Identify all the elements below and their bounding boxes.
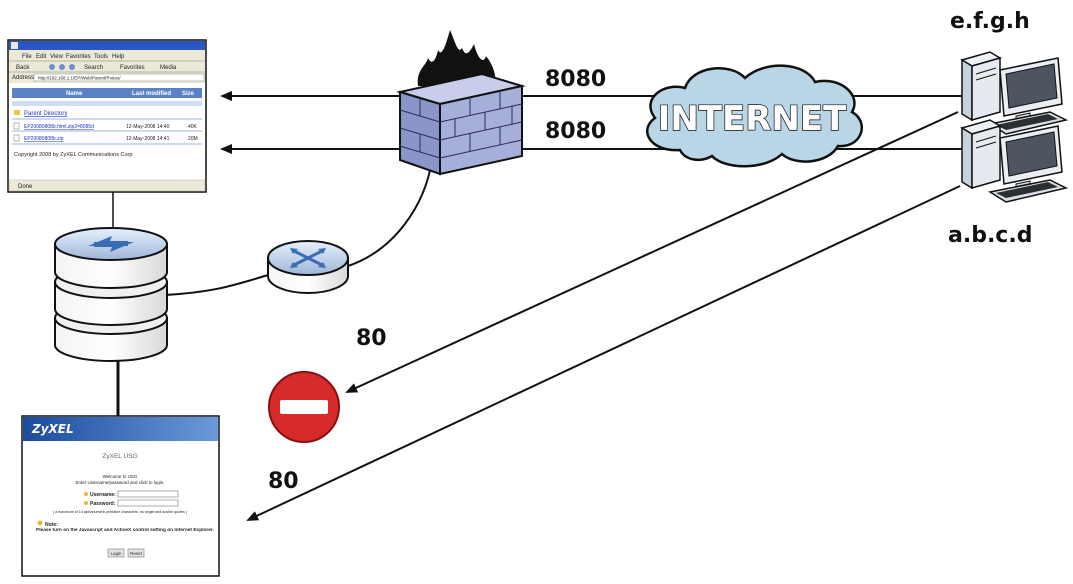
instruction-text: Enter Username/password and click to log…	[75, 480, 164, 485]
arrow-blocked-80	[345, 111, 959, 393]
address-bar[interactable]	[33, 73, 205, 82]
internet-cloud: INTERNET	[646, 64, 863, 168]
username-label: Username:	[90, 492, 116, 498]
file-icon	[13, 122, 20, 130]
connections	[112, 159, 433, 416]
favorites-button[interactable]: Favorites	[120, 65, 145, 71]
file-icon	[13, 134, 20, 142]
media-button[interactable]: Media	[160, 65, 177, 71]
password-label: Password:	[90, 501, 116, 507]
file-modified: 12-May-2008 14:40	[126, 124, 170, 130]
port-label-lower: 80	[268, 469, 299, 494]
product-title: ZyXEL USG	[102, 453, 137, 460]
file-link[interactable]: EP20080808b.zip	[24, 136, 64, 142]
file-size: 40K	[188, 124, 198, 130]
reset-button[interactable]	[127, 548, 145, 558]
menu-item[interactable]: Help	[112, 54, 125, 60]
browser-toolbar: Back Search Favorites Media	[16, 64, 177, 71]
port-label-blocked: 80	[356, 326, 387, 351]
address-value: http://192.168.1.1/EP/Web/ParentPhotos/	[38, 76, 121, 81]
login-header	[23, 417, 218, 441]
search-button[interactable]: Search	[84, 65, 103, 71]
browser-titlebar	[9, 41, 205, 50]
stop-icon[interactable]	[49, 64, 55, 70]
welcome-text: Welcome to USG	[103, 474, 138, 479]
menu-item[interactable]: File	[22, 54, 32, 60]
firewall	[396, 30, 526, 176]
login-page: ZyXEL ZyXEL USG Welcome to USG Enter Use…	[21, 415, 220, 577]
browser-menu: File Edit View Favorites Tools Help	[22, 54, 125, 60]
key-icon	[84, 492, 88, 496]
server-stack	[54, 227, 168, 362]
username-input[interactable]	[117, 490, 179, 498]
parent-directory-link[interactable]: Parent Directory	[24, 111, 67, 117]
login-button-label: Login	[110, 551, 122, 556]
note-icon	[37, 520, 43, 526]
firewall-flames	[417, 30, 496, 86]
menu-item[interactable]: Edit	[36, 54, 47, 60]
password-input[interactable]	[117, 499, 179, 507]
port-label-top: 8080	[545, 67, 606, 92]
password-hint: ( a maximum of 14 alphanumeric printable…	[53, 510, 187, 514]
cloud-label: INTERNET	[658, 99, 847, 139]
column-last-modified[interactable]: Last modified	[132, 91, 171, 97]
column-size[interactable]: Size	[182, 91, 195, 97]
brand-logo: ZyXEL	[31, 422, 74, 436]
menu-item[interactable]: View	[50, 54, 64, 60]
file-link[interactable]: EP20080808b.html.zip2=8085d	[24, 124, 94, 130]
computer-upper	[960, 51, 1069, 135]
traffic-arrows	[220, 91, 968, 521]
link-server-to-router	[164, 274, 269, 296]
address-label: Address	[12, 75, 34, 81]
note-text: Please turn on the Javascript and Active…	[36, 528, 214, 533]
file-modified: 12-May-2008 14:41	[126, 136, 170, 142]
port-label-second: 8080	[545, 119, 606, 144]
host-label-lower: a.b.c.d	[948, 223, 1032, 248]
browser-window: File Edit View Favorites Tools Help Back…	[7, 39, 207, 193]
copyright-text: Copyright 2008 by ZyXEL Communications C…	[14, 152, 132, 158]
link-router-to-firewall	[347, 159, 433, 267]
home-icon[interactable]	[69, 64, 75, 70]
listing-header	[12, 88, 202, 98]
folder-icon	[14, 110, 20, 115]
host-label-upper: e.f.g.h	[950, 9, 1030, 34]
key-icon	[84, 501, 88, 505]
note-label: Note:	[45, 522, 58, 528]
menu-item[interactable]: Tools	[94, 54, 108, 60]
router	[267, 240, 349, 294]
menu-item[interactable]: Favorites	[66, 54, 91, 60]
status-text: Done	[18, 184, 33, 190]
status-bar	[8, 179, 206, 192]
no-entry-icon	[268, 371, 340, 443]
arrow-lower-80	[246, 185, 961, 521]
login-button[interactable]	[107, 548, 125, 558]
cloud-shape	[646, 64, 863, 168]
reset-button-label: Reset	[130, 551, 143, 556]
computer-lower	[960, 119, 1069, 203]
refresh-icon[interactable]	[59, 64, 65, 70]
file-size: 20M	[188, 136, 198, 142]
back-button[interactable]: Back	[16, 65, 30, 71]
column-name[interactable]: Name	[66, 91, 83, 97]
